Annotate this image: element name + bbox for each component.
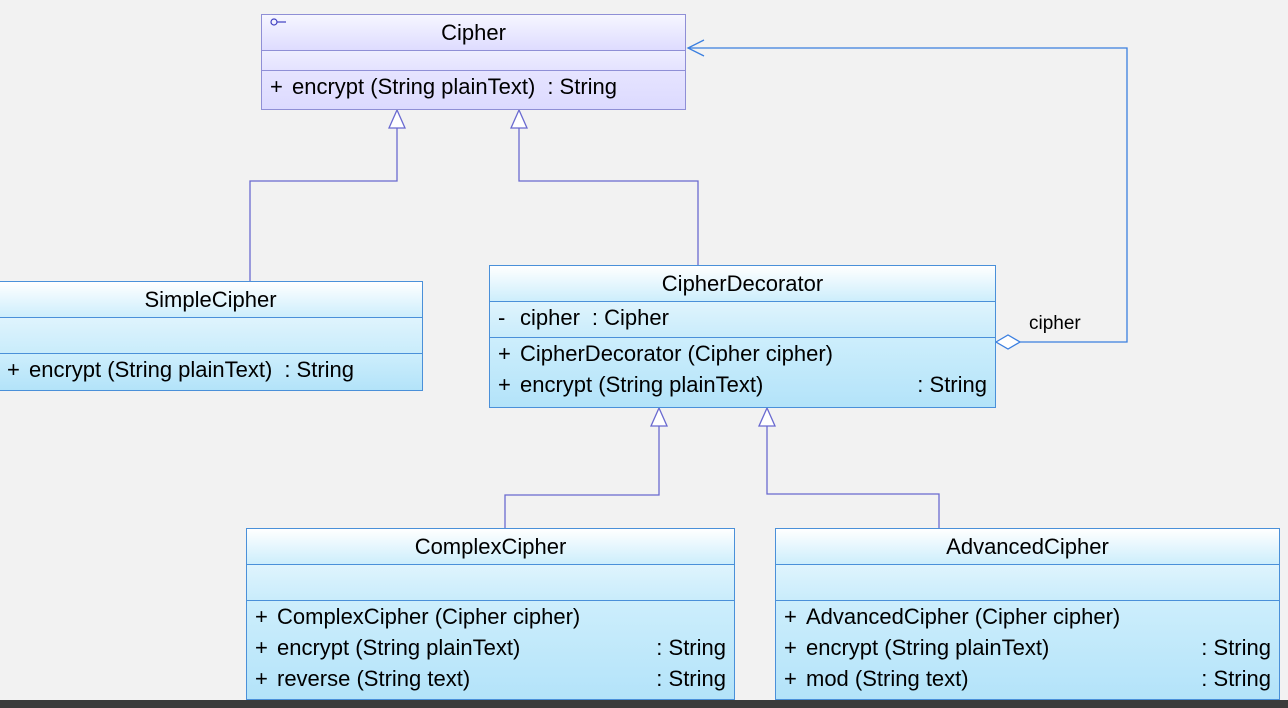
operation-return-type: : String	[656, 666, 726, 691]
realization-decorator-to-cipher	[518, 128, 699, 265]
operation-return-type: : String	[1201, 635, 1271, 660]
aggregation-line	[688, 47, 1128, 343]
operation-row: + encrypt (String plainText) : String	[498, 369, 987, 400]
operation-return-type: : String	[917, 372, 987, 397]
operation-compartment: + ComplexCipher (Cipher cipher) + encryp…	[247, 601, 734, 699]
class-name-compartment: ComplexCipher	[247, 529, 734, 565]
class-name-compartment: SimpleCipher	[0, 282, 422, 318]
attribute-row: - cipher : Cipher	[498, 302, 987, 333]
class-name: SimpleCipher	[144, 287, 277, 312]
realization-arrowhead-decorator	[509, 108, 529, 129]
operation-signature: reverse (String text)	[277, 666, 471, 691]
interface-lollipop-icon	[270, 18, 286, 26]
generalization-arrowhead-advanced	[757, 406, 777, 427]
visibility-marker: +	[498, 372, 511, 397]
class-cipher-decorator[interactable]: CipherDecorator - cipher : Cipher + Ciph…	[489, 265, 996, 408]
generalization-complex-to-decorator	[504, 426, 660, 528]
operation-signature: encrypt (String plainText)	[29, 357, 273, 382]
operation-row: + AdvancedCipher (Cipher cipher)	[784, 601, 1271, 632]
class-name: AdvancedCipher	[946, 534, 1109, 559]
class-advanced-cipher[interactable]: AdvancedCipher + AdvancedCipher (Cipher …	[775, 528, 1280, 700]
operation-signature: ComplexCipher (Cipher cipher)	[277, 604, 581, 629]
class-name-compartment: Cipher	[262, 15, 685, 51]
attribute-compartment	[247, 565, 734, 601]
association-role-label: cipher	[1029, 313, 1081, 334]
operation-return-type: : String	[656, 635, 726, 660]
operation-row: + ComplexCipher (Cipher cipher)	[255, 601, 726, 632]
operation-return-type: : String	[547, 74, 618, 99]
generalization-arrowhead-complex	[649, 406, 669, 427]
visibility-marker: -	[498, 305, 506, 330]
bottom-bar	[0, 700, 1288, 708]
class-name: Cipher	[441, 20, 506, 45]
operation-return-type: : String	[284, 357, 355, 382]
visibility-marker: +	[7, 357, 20, 382]
attribute-compartment	[776, 565, 1279, 601]
attribute-compartment	[0, 318, 422, 354]
operation-row: + encrypt (String plainText) : String	[270, 71, 677, 102]
class-complex-cipher[interactable]: ComplexCipher + ComplexCipher (Cipher ci…	[246, 528, 735, 700]
operation-row: + encrypt (String plainText) : String	[255, 632, 726, 663]
class-name: CipherDecorator	[661, 271, 824, 296]
attribute-name: cipher	[520, 305, 580, 330]
operation-return-type: : String	[1201, 666, 1271, 691]
operation-compartment: + AdvancedCipher (Cipher cipher) + encry…	[776, 601, 1279, 699]
attribute-compartment: - cipher : Cipher	[490, 302, 995, 338]
operation-compartment: + encrypt (String plainText) : String	[262, 71, 685, 109]
realization-simple-to-cipher	[249, 128, 398, 281]
visibility-marker: +	[255, 635, 268, 660]
operation-row: + mod (String text) : String	[784, 663, 1271, 694]
class-cipher-interface[interactable]: Cipher + encrypt (String plainText) : St…	[261, 14, 686, 110]
visibility-marker: +	[784, 635, 797, 660]
operation-signature: encrypt (String plainText)	[292, 74, 536, 99]
visibility-marker: +	[270, 74, 283, 99]
operation-row: + CipherDecorator (Cipher cipher)	[498, 338, 987, 369]
operation-row: + reverse (String text) : String	[255, 663, 726, 694]
class-name-compartment: CipherDecorator	[490, 266, 995, 302]
operation-signature: mod (String text)	[806, 666, 969, 691]
visibility-marker: +	[498, 341, 511, 366]
visibility-marker: +	[784, 604, 797, 629]
aggregation-diamond	[994, 334, 1022, 350]
operation-signature: encrypt (String plainText)	[520, 372, 764, 397]
class-name-compartment: AdvancedCipher	[776, 529, 1279, 565]
visibility-marker: +	[784, 666, 797, 691]
operation-signature: encrypt (String plainText)	[806, 635, 1050, 660]
operation-signature: CipherDecorator (Cipher cipher)	[520, 341, 834, 366]
generalization-advanced-to-decorator	[766, 426, 940, 528]
class-simple-cipher[interactable]: SimpleCipher + encrypt (String plainText…	[0, 281, 423, 391]
operation-signature: AdvancedCipher (Cipher cipher)	[806, 604, 1121, 629]
visibility-marker: +	[255, 604, 268, 629]
class-name: ComplexCipher	[414, 534, 567, 559]
operation-compartment: + CipherDecorator (Cipher cipher) + encr…	[490, 338, 995, 407]
operation-signature: encrypt (String plainText)	[277, 635, 521, 660]
realization-arrowhead-simple	[387, 108, 407, 129]
attribute-compartment	[262, 51, 685, 71]
operation-row: + encrypt (String plainText) : String	[7, 354, 414, 385]
operation-row: + encrypt (String plainText) : String	[784, 632, 1271, 663]
operation-compartment: + encrypt (String plainText) : String	[0, 354, 422, 390]
aggregation-open-arrowhead	[686, 39, 705, 57]
attribute-type: : Cipher	[591, 305, 669, 330]
visibility-marker: +	[255, 666, 268, 691]
